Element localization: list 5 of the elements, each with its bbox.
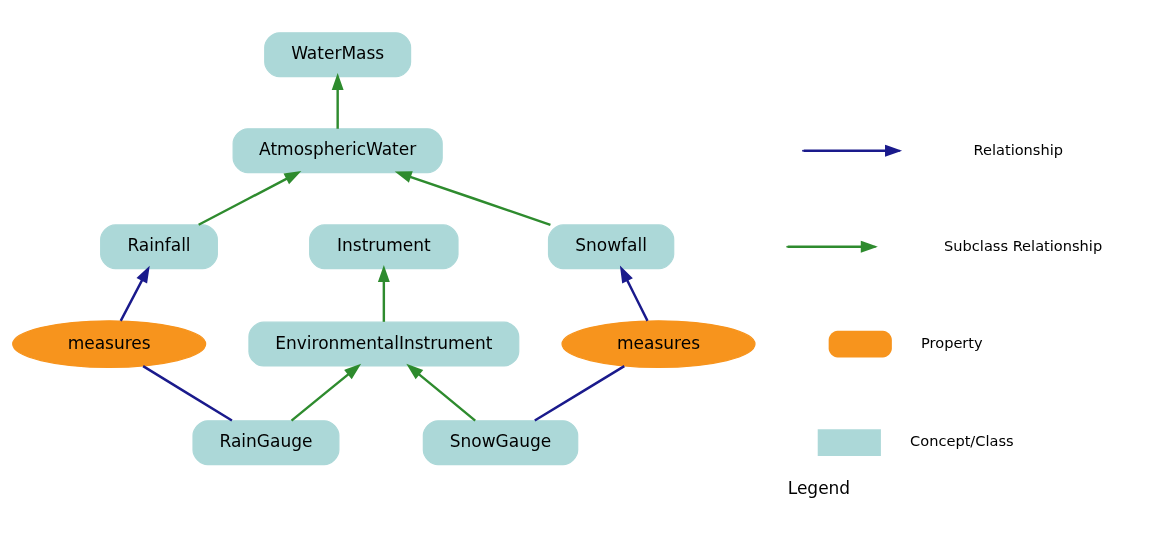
legend-label: Subclass Relationship (944, 236, 1103, 254)
label: Legend (787, 477, 851, 498)
legend-label: Concept/Class (910, 432, 1014, 450)
legend-label: Relationship (973, 140, 1063, 158)
legend-label: Property (921, 333, 983, 351)
